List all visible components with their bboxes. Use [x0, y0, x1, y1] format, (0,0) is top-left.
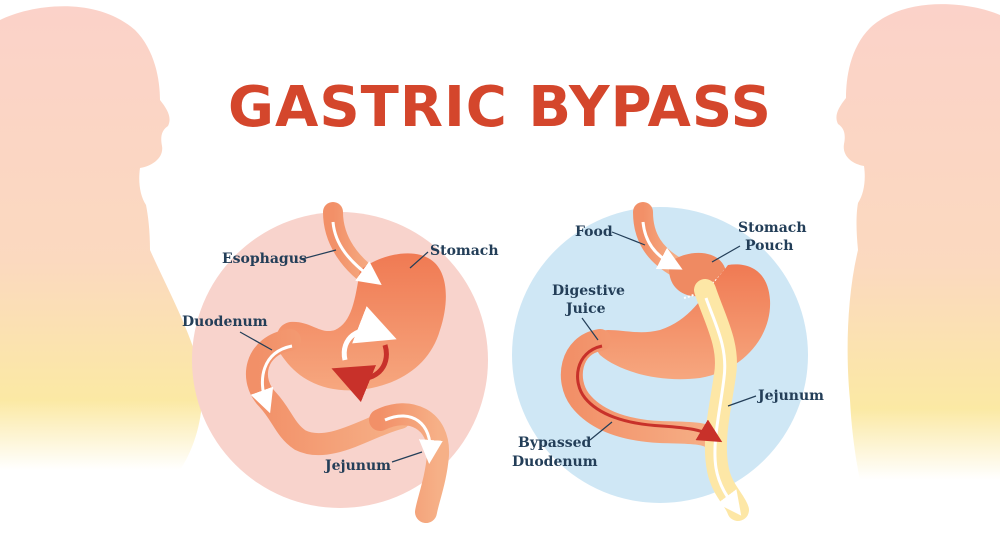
page-title: GASTRIC BYPASS	[228, 75, 772, 140]
leader-bypassed-duodenum	[589, 421, 613, 441]
bypass-digestive-tract	[560, 202, 771, 521]
label-esophagus: Esophagus	[222, 251, 307, 267]
leader-jejunum	[391, 451, 423, 463]
normal-digestive-tract	[246, 202, 450, 523]
label-digestive-juice-1: Digestive	[552, 283, 625, 299]
leader-digestive-juice	[581, 317, 599, 341]
right-person-silhouette	[836, 4, 1000, 480]
leader-bypass-jejunum	[727, 395, 757, 407]
leader-stomach	[409, 251, 429, 269]
label-stomach: Stomach	[430, 243, 499, 259]
label-duodenum: Duodenum	[182, 314, 268, 330]
label-jejunum: Jejunum	[323, 458, 391, 474]
circular-arrows-icon	[331, 306, 397, 403]
label-digestive-juice-2: Juice	[564, 301, 606, 317]
label-bypassed-duodenum-1: Bypassed	[518, 435, 591, 451]
leader-esophagus	[301, 249, 337, 260]
label-bypassed-duodenum-2: Duodenum	[512, 454, 598, 470]
label-bypass-jejunum: Jejunum	[756, 388, 824, 404]
leader-duodenum	[239, 331, 273, 351]
left-person-silhouette	[0, 6, 203, 470]
label-food: Food	[575, 224, 613, 240]
leader-stomach-pouch	[711, 245, 741, 263]
label-stomach-pouch-2: Pouch	[745, 238, 793, 254]
leader-food	[611, 231, 646, 246]
label-stomach-pouch-1: Stomach	[738, 220, 807, 236]
